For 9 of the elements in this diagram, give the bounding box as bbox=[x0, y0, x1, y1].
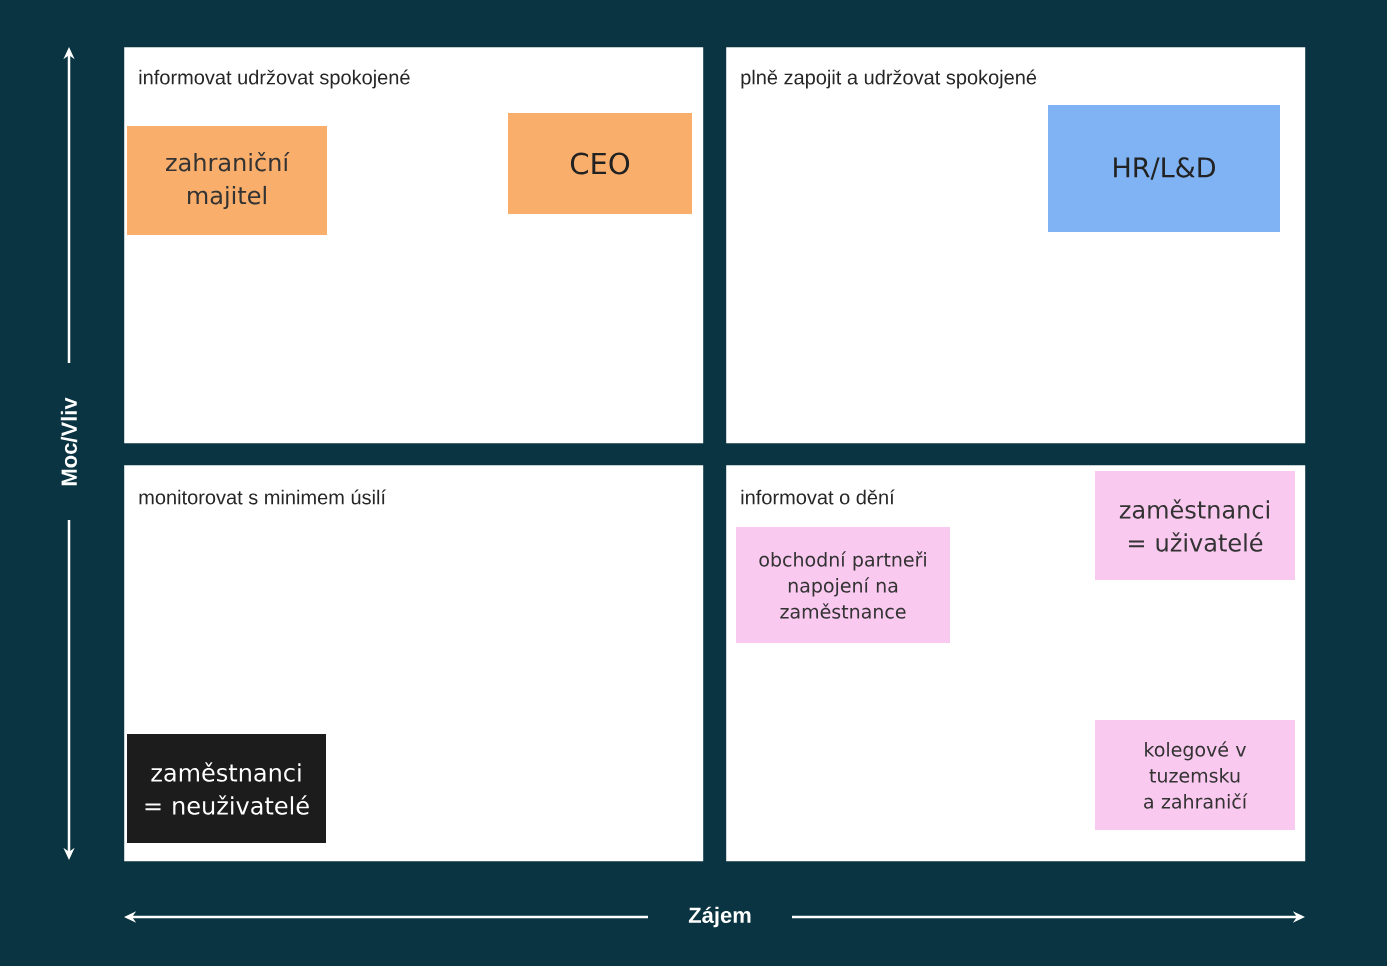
sticky-note: HR/L&D bbox=[1048, 105, 1280, 232]
sticky-note: CEO bbox=[508, 113, 692, 214]
axis-label: Zájem bbox=[688, 906, 751, 928]
sticky-note: obchodní partneři napojení na zaměstnance bbox=[736, 527, 950, 643]
sticky-note: zahraniční majitel bbox=[127, 126, 327, 235]
sticky-note: zaměstnanci = uživatelé bbox=[1095, 471, 1295, 580]
axis-label: Moc/Vliv bbox=[60, 397, 78, 486]
sticky-note: kolegové v tuzemsku a zahraničí bbox=[1095, 720, 1295, 830]
sticky-note: zaměstnanci = neuživatelé bbox=[127, 734, 326, 843]
